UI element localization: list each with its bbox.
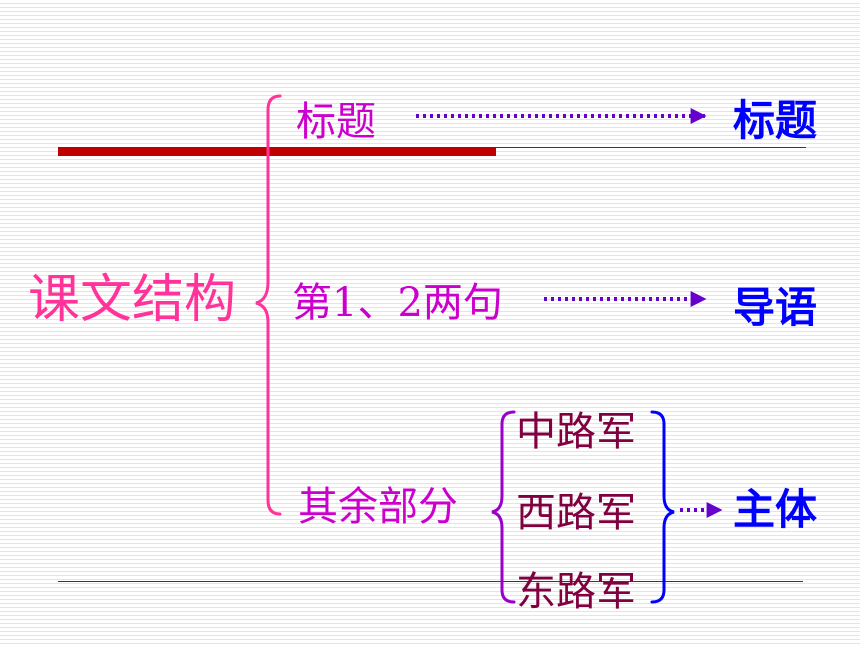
branch-lead-label: 第1、2两句	[292, 280, 503, 326]
sub-item-western-army: 西路军	[516, 490, 636, 536]
result-body: 主体	[733, 485, 818, 534]
result-title: 标题	[733, 96, 818, 145]
branch-rest-label: 其余部分	[298, 484, 458, 530]
sub-item-central-army: 中路军	[516, 409, 636, 455]
root-label: 课文结构	[28, 270, 237, 330]
root-brace	[255, 94, 282, 516]
branch-title-label: 标题	[296, 99, 376, 145]
title-underline-line	[496, 147, 806, 148]
footer-divider-line	[58, 581, 803, 582]
result-lead: 导语	[733, 283, 818, 332]
sub-left-brace	[491, 410, 516, 604]
sub-right-brace	[650, 410, 675, 604]
title-underline-bar	[58, 147, 496, 156]
sub-item-eastern-army: 东路军	[516, 569, 636, 615]
